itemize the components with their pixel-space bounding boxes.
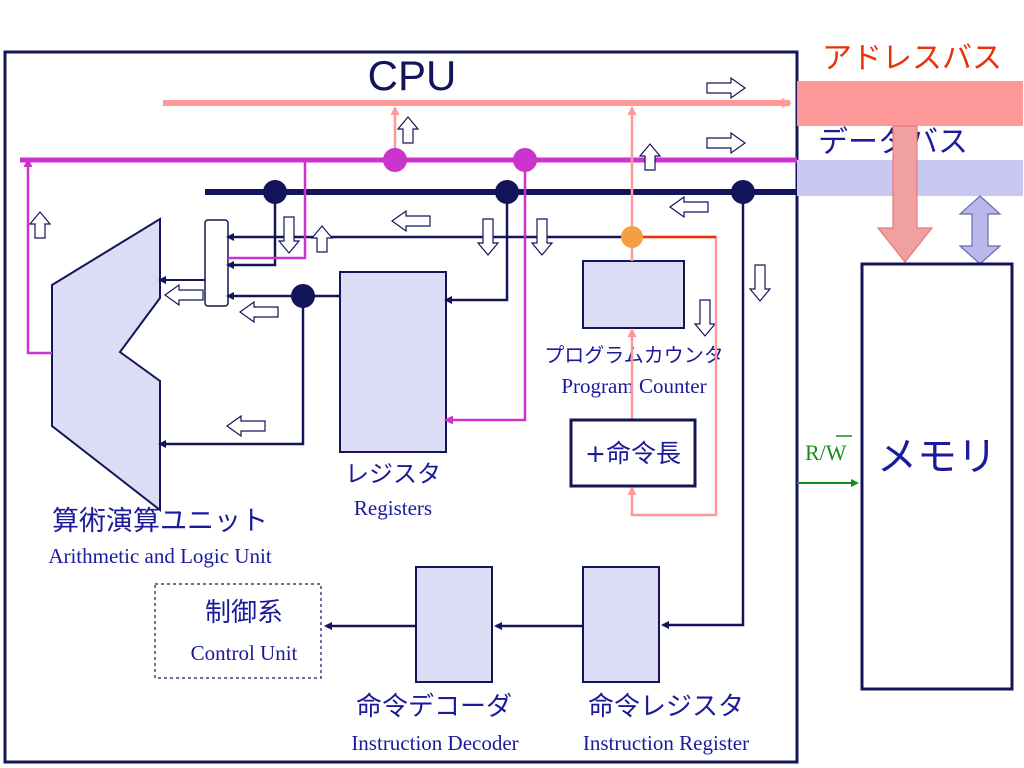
reg-to-alu-arrow-icon [226,415,266,437]
pc-label-en: Program Counter [561,374,706,398]
databus-to-latch-wire [228,160,307,260]
pc-label-jp: プログラムカウンタ [544,343,723,367]
address-out-arrow-icon [706,77,746,99]
alu-out-arrow-icon [29,211,51,239]
bus-left-arrow-icon-1 [391,210,431,232]
reg-to-latch-arrow-icon [239,301,279,323]
registers-label-jp: レジスタ [345,460,441,488]
address-to-memory-arrow-icon [876,125,934,263]
memory-block [860,262,1014,691]
addr-up-arrow-icon [397,116,419,144]
address-bus-band [797,81,1023,126]
bus-to-ir-wire [661,192,745,629]
alu-input-latch [204,219,229,307]
control-unit-block [154,583,322,679]
control-label-jp: 制御系 [205,598,283,628]
registers-label-en: Registers [354,496,432,520]
data-out-arrow-icon [706,132,746,154]
alu-label-jp: 算術演算ユニット [52,506,268,537]
pc-down-arrow-icon [694,299,716,337]
id-label-jp: 命令デコーダ [356,692,512,722]
junction-pc [621,226,643,248]
cpu-title: CPU [368,52,457,99]
bus-to-registers-wire [444,192,509,304]
bus-to-latch-wire-1 [226,192,277,269]
increment-block [569,418,697,488]
rw-signal-label: R/W [805,440,847,465]
program-counter-block [582,260,685,329]
rw-write: W [826,440,847,465]
bus-down-arrow-icon-1 [278,216,300,254]
ir-label-jp: 命令レジスタ [588,692,744,722]
junction-bus-3 [731,180,755,204]
bus-left-arrow-icon-2 [669,196,709,218]
junction-reg-out [291,284,315,308]
id-label-en: Instruction Decoder [351,731,518,755]
databus-to-registers-wire [444,160,527,425]
junction-bus-1 [263,180,287,204]
ir-down-arrow-icon [749,264,771,302]
increment-label: +命令長 [585,439,681,468]
rw-read: R/ [805,440,827,465]
junction-bus-2 [495,180,519,204]
junction-databus-2 [513,148,537,172]
alu-output-wire [23,158,52,355]
latch-to-alu-arrow-icon [164,284,204,306]
control-label-en: Control Unit [191,641,298,665]
cpu-frame [3,50,799,764]
junction-databus-reg [383,148,407,172]
memory-label: メモリ [877,434,997,480]
alu-label-en: Arithmetic and Logic Unit [48,544,272,568]
reg-to-alu-wire [158,296,305,448]
ir-label-en: Instruction Register [583,731,749,755]
bus-up-arrow-icon-1 [311,225,333,253]
alu-block [51,217,161,513]
instruction-register-block [582,566,660,683]
address-bus-label: アドレスバス [822,41,1002,76]
instruction-decoder-block [415,566,493,683]
pc-addr-up-arrow-icon [639,143,661,171]
data-memory-double-arrow-icon [958,195,1002,265]
registers-block [339,271,447,453]
